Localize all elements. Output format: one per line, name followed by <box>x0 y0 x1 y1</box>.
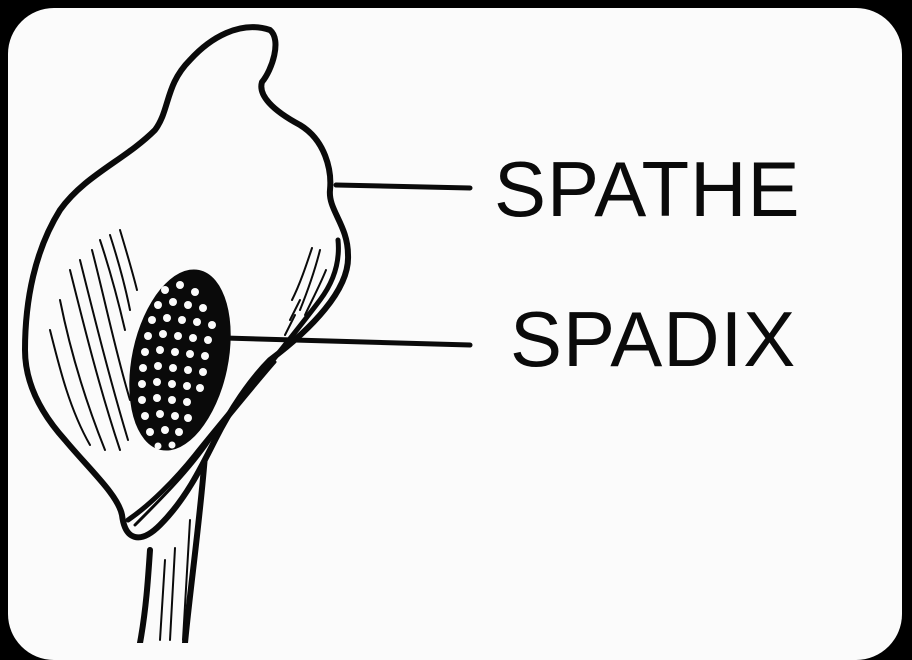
spathe-label: SPATHE <box>494 150 801 228</box>
stem-outline <box>140 550 150 643</box>
spathe-leader-line <box>336 185 470 188</box>
spadix-label: SPADIX <box>510 300 796 378</box>
